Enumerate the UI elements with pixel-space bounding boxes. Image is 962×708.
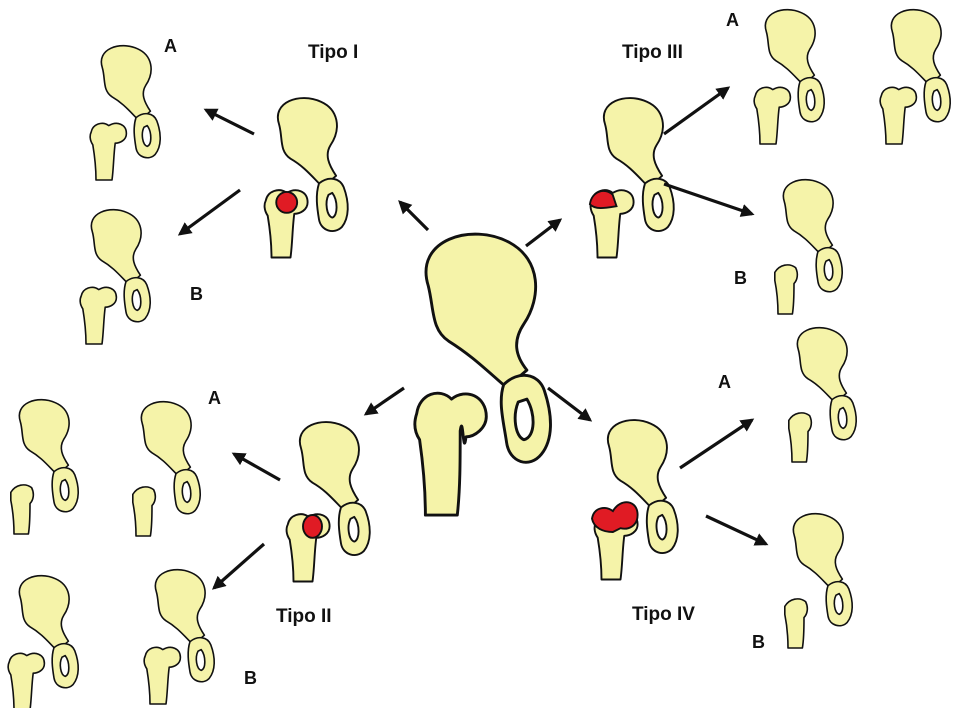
arrow-center-to-tipo-iii [526,220,560,246]
tipo-iv-a-figure [789,328,856,462]
arrow-tipo-iv-to-b [706,516,766,544]
tipo-i-label: Tipo I [308,42,358,63]
tipo-ii-a-label: A [208,388,221,408]
arrow-tipo-iii-to-a [664,88,728,134]
tipo-i-a-figure [90,46,160,180]
arrow-center-to-tipo-iv [548,388,590,420]
tipo-iii-figure [590,98,674,257]
tipo-ii-b-label: B [244,668,257,688]
tipo-iii-label: Tipo III [622,42,683,63]
tipo-i-a-label: A [164,36,177,56]
tipo-iii-a2-figure [880,10,950,144]
tipo-ii-a2-figure [133,402,200,536]
tipo-i-b-label: B [190,284,203,304]
tipo-ii-a1-figure [11,400,78,534]
arrow-center-to-tipo-ii [366,388,404,414]
arrow-tipo-iii-to-b [664,184,752,214]
tipo-i-b-figure [80,210,150,344]
tipo-ii-b2-figure [144,570,214,704]
tipo-iv-figure [592,420,678,579]
tipo-iii-b-figure [775,180,842,314]
tipo-iv-b-label: B [752,632,765,652]
tipo-iv-label: Tipo IV [632,604,695,625]
tipo-iii-a1-figure [754,10,824,144]
arrow-tipo-ii-to-b [214,544,264,588]
arrow-tipo-i-to-a [206,110,254,134]
tipo-ii-b1-figure [8,576,78,708]
tipo-iv-a-label: A [718,372,731,392]
tipo-i-figure [265,98,348,257]
tipo-ii-figure [287,422,370,581]
tipo-iv-b-figure [785,514,852,648]
tipo-ii-label: Tipo II [276,606,332,627]
tipo-iii-b-label: B [734,268,747,288]
arrow-tipo-iv-to-a [680,420,752,468]
arrow-tipo-ii-to-a [234,454,280,480]
arrow-tipo-i-to-b [180,190,240,234]
center-hip-figure [415,234,551,515]
arrow-center-to-tipo-i [400,202,428,230]
tipo-iii-a-label: A [726,10,739,30]
